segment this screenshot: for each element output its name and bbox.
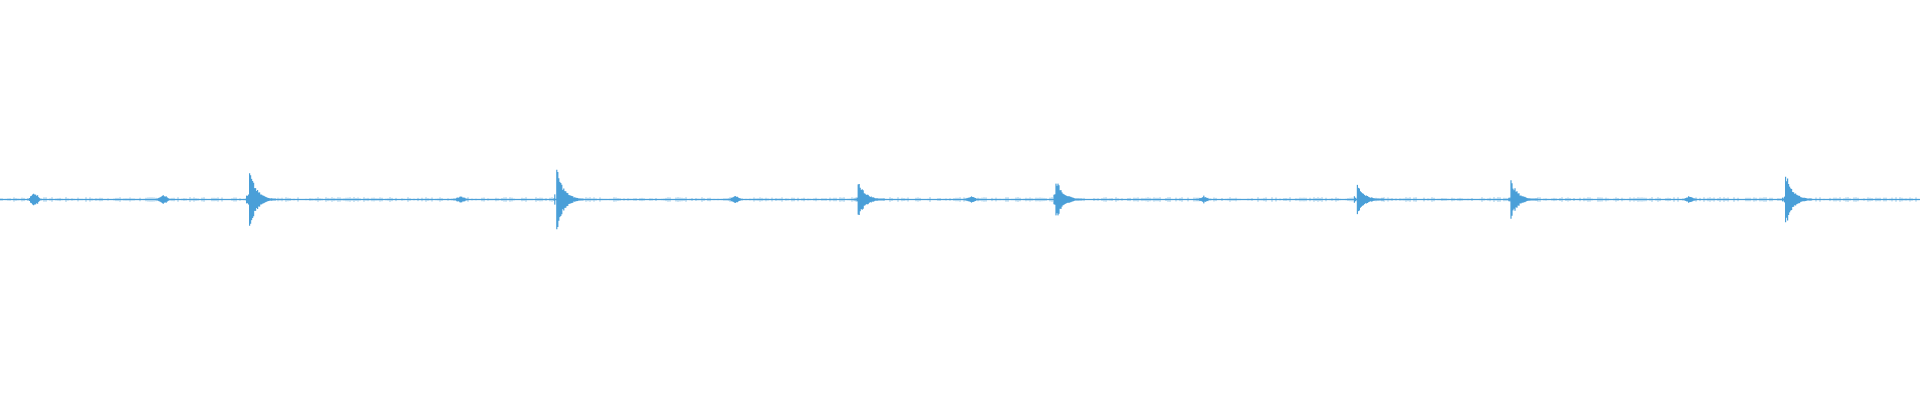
- waveform-peak-0: [27, 193, 43, 206]
- waveform-peak-11: [1507, 180, 1538, 219]
- waveform-peak-2: [246, 173, 277, 226]
- waveform-peak-9: [1196, 195, 1212, 204]
- waveform-peak-1: [155, 195, 171, 204]
- waveform-peak-3: [453, 196, 469, 203]
- waveform-peaks: [0, 169, 1919, 230]
- waveform-peak-8: [1053, 183, 1083, 216]
- waveform-peak-13: [1782, 176, 1813, 223]
- waveform-peak-7: [963, 196, 980, 203]
- waveform-peak-6: [854, 184, 885, 215]
- waveform-peak-10: [1353, 184, 1384, 215]
- waveform-peak-5: [727, 196, 743, 203]
- waveform-peak-4: [553, 169, 584, 230]
- waveform-peak-12: [1682, 196, 1698, 203]
